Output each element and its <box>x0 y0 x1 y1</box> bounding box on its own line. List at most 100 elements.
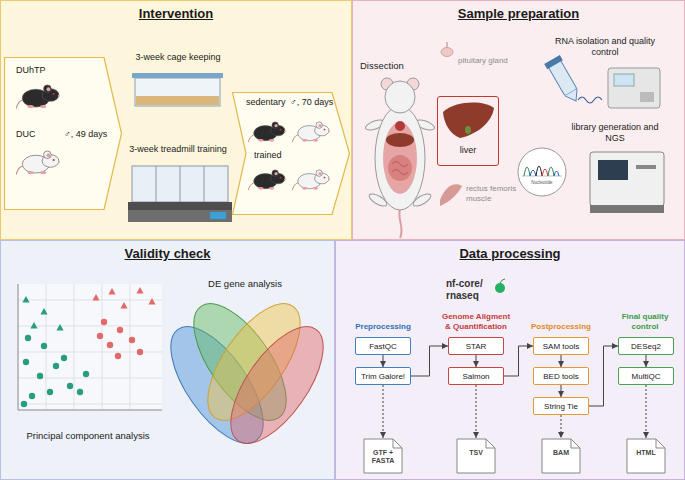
dissection-mouse <box>383 122 417 194</box>
pituitary-icon <box>441 48 453 57</box>
rna-tube-icon <box>565 89 582 105</box>
pca-plot <box>148 298 155 305</box>
treadmill-illustration <box>128 166 232 222</box>
section-panel-text: Validity check <box>1 246 334 261</box>
cage-illustration <box>132 73 223 106</box>
file-icon-outline <box>363 438 403 474</box>
chevron-ground <box>232 92 350 215</box>
pca-plot <box>40 308 47 315</box>
highlight-box-text: liver <box>460 145 477 155</box>
rna-strand <box>578 97 602 103</box>
group-chevron-text: sedentary <box>246 97 286 107</box>
text-label: nf-core/ rnaseq <box>446 278 483 301</box>
pca-plot <box>37 373 43 379</box>
pca-plot <box>21 296 89 407</box>
mouse-icon <box>248 122 286 142</box>
pca-plot <box>21 401 27 407</box>
process-box: BED tools <box>533 367 589 385</box>
text-label: 3-week treadmill training <box>129 144 227 154</box>
process-box-text: DESeq2 <box>619 338 673 354</box>
bioanalyzer-icon <box>640 92 654 102</box>
treadmill-illustration <box>156 166 157 202</box>
text-label: Preprocessing <box>352 322 414 332</box>
flow-arrow <box>504 346 533 376</box>
process-box: FastQC <box>355 337 411 355</box>
file-icon-text: BAM <box>553 449 569 456</box>
group-chevron-text: ♂, 49 days <box>64 129 107 139</box>
process-box-text: SAM tools <box>534 338 588 354</box>
text-label: Genome Aligment & Quantification <box>438 312 514 331</box>
flow-arrow <box>646 355 647 367</box>
pca-plot <box>25 335 31 341</box>
process-box-text: String Tie <box>534 398 588 414</box>
process-box-text: Trim Galore! <box>361 372 405 381</box>
dissection-mouse <box>385 81 415 113</box>
venn-diagram <box>153 289 340 458</box>
pca-plot <box>108 288 115 295</box>
pca-plot <box>61 355 67 361</box>
process-box: Trim Galore! <box>355 367 411 385</box>
process-box: String Tie <box>533 397 589 415</box>
dissection-mouse <box>375 106 425 210</box>
file-icon-fold <box>656 439 665 448</box>
text-label: Final quality control <box>608 312 682 331</box>
bioanalyzer-icon <box>614 74 634 86</box>
mouse-icon <box>292 122 330 142</box>
pca-plot <box>53 363 59 369</box>
process-box-text: Salmon <box>462 372 489 381</box>
section-panel: Validity check <box>0 240 335 480</box>
liver-icon <box>443 102 494 138</box>
file-icon-fold <box>486 439 495 448</box>
section-panel-text: Intervention <box>139 6 213 21</box>
panel-ground <box>352 0 685 240</box>
dissection-mouse <box>399 208 401 238</box>
text-label: Dissection <box>360 60 422 71</box>
pituitary-icon <box>441 42 453 57</box>
section-panel: Data processingFastQC Trim Galore! STAR Sal… <box>335 240 685 480</box>
flow-arrow <box>476 355 477 367</box>
highlight-box: liver <box>437 96 499 166</box>
group-chevron-text: ♂, 70 days <box>290 97 333 107</box>
process-box-text: String Tie <box>544 402 578 411</box>
chromatogram-icon <box>548 167 554 176</box>
bioanalyzer-icon <box>608 68 660 108</box>
text-label: DE gene analysis <box>185 278 305 289</box>
section-panel-text: Data processing <box>459 246 560 261</box>
group-chevron-outline <box>233 93 350 215</box>
group-chevron-text: sedentary <box>246 97 286 107</box>
process-box-text: BED tools <box>534 368 588 384</box>
treadmill-illustration <box>128 210 232 222</box>
group-chevron-text: trained <box>254 150 282 160</box>
panel-ground <box>335 240 685 480</box>
treadmill-illustration <box>180 166 181 202</box>
chromatogram-icon <box>524 167 530 176</box>
group-chevron-outline <box>5 58 122 210</box>
rna-tube-icon <box>544 55 563 69</box>
flow-arrow <box>411 346 448 376</box>
pca-plot <box>92 294 99 301</box>
text-label: pituitary gland <box>458 56 508 65</box>
text-label: Dissection <box>360 60 404 71</box>
cage-illustration <box>135 78 220 106</box>
file-icon-outline <box>456 438 496 474</box>
group-chevron-text: DUhTP <box>16 65 46 75</box>
pca-plot <box>77 389 83 395</box>
process-box: STAR <box>448 337 504 355</box>
pca-plot <box>120 302 127 309</box>
process-box-text: MultiQC <box>619 368 673 384</box>
pca-plot <box>56 324 63 331</box>
text-label: Nucleotide <box>524 180 560 185</box>
file-icon-text: BAM <box>541 449 581 457</box>
file-icon-outline <box>364 439 402 473</box>
group-chevron-text: trained <box>254 150 282 160</box>
group-chevron: sedentary trained ♂, 70 days <box>232 92 350 215</box>
sequencer-icon <box>598 160 628 180</box>
flow-arrow <box>561 385 562 397</box>
dissection-mouse <box>364 78 436 238</box>
pca-plot <box>107 342 113 348</box>
file-icon-text: HTML <box>626 449 666 457</box>
pca-plot <box>47 389 53 395</box>
text-label: Principal component analysis <box>26 430 149 441</box>
liver-icon <box>443 102 494 138</box>
